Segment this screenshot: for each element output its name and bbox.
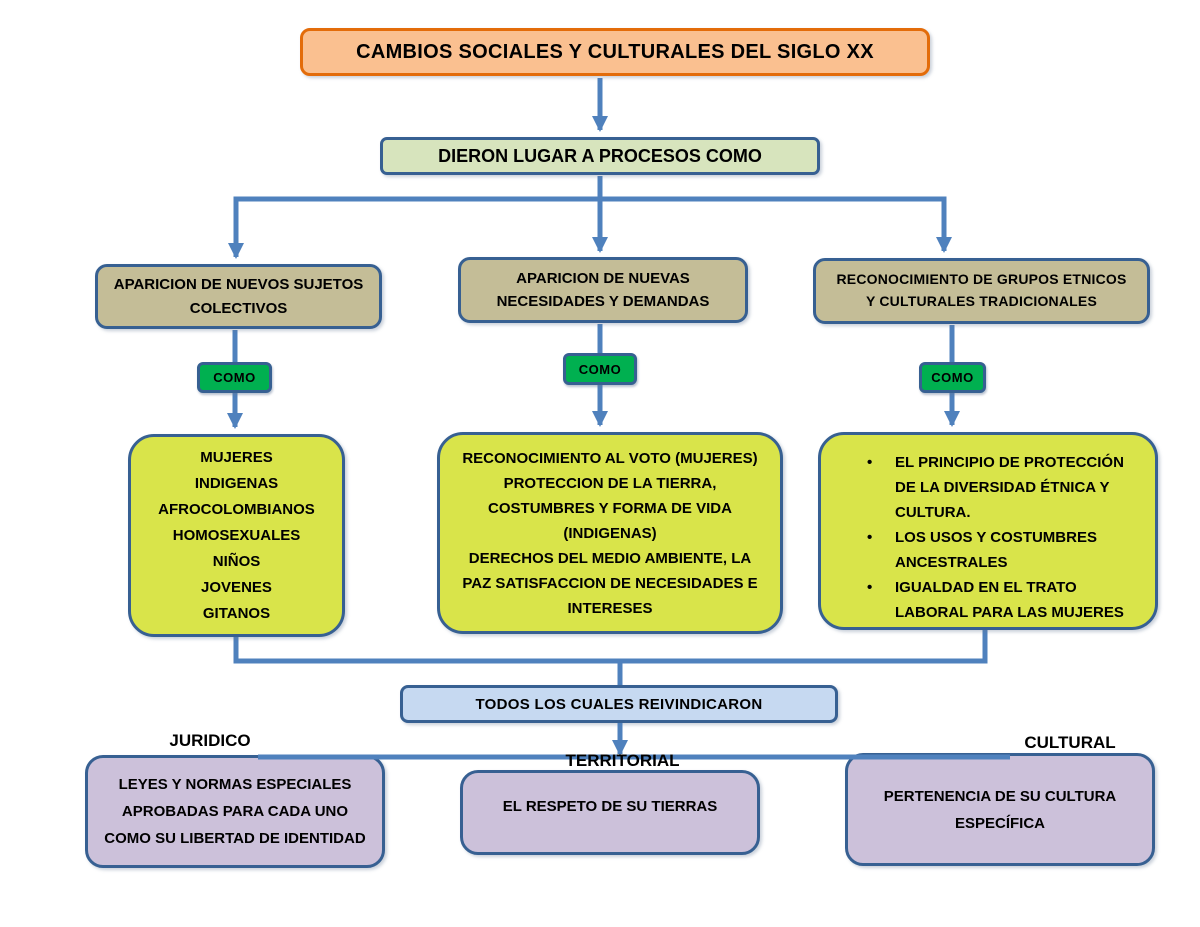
bullet-item: • EL PRINCIPIO DE PROTECCIÓN DE LA DIVER… (867, 450, 1133, 525)
detail-box-necesidades: RECONOCIMIENTO AL VOTO (MUJERES) PROTECC… (437, 432, 783, 634)
outcome-label-territorial: TERRITORIAL (565, 751, 680, 770)
branch-header-grupos-etnicos: RECONOCIMIENTO DE GRUPOS ETNICOS Y CULTU… (813, 258, 1150, 324)
process-box: DIERON LUGAR A PROCESOS COMO (380, 137, 820, 175)
outcome-box-territorial: EL RESPETO DE SU TIERRAS (460, 770, 760, 855)
convergence-box: TODOS LOS CUALES REIVINDICARON (400, 685, 838, 723)
outcome-box-cultural: PERTENENCIA DE SU CULTURA ESPECÍFICA (845, 753, 1155, 866)
bullet-text: LOS USOS Y COSTUMBRES ANCESTRALES (895, 529, 1097, 571)
diagram-title-box: CAMBIOS SOCIALES Y CULTURALES DEL SIGLO … (300, 28, 930, 76)
como-link-label-right: COMO (919, 362, 986, 393)
branch-header-nuevos-sujetos: APARICION DE NUEVOS SUJETOS COLECTIVOS (95, 264, 382, 329)
bullet-dot-icon: • (867, 529, 873, 546)
outcome-label-juridico: JURIDICO (169, 731, 251, 750)
bullet-text: EL PRINCIPIO DE PROTECCIÓN DE LA DIVERSI… (895, 454, 1124, 521)
bullet-dot-icon: • (867, 579, 873, 596)
detail-box-sujetos: MUJERES INDIGENAS AFROCOLOMBIANOS HOMOSE… (128, 434, 345, 637)
bullet-text: IGUALDAD EN EL TRATO LABORAL PARA LAS MU… (895, 579, 1124, 621)
bullet-item: • IGUALDAD EN EL TRATO LABORAL PARA LAS … (867, 575, 1133, 625)
bullet-dot-icon: • (867, 454, 873, 471)
detail-box-reconocimiento: • EL PRINCIPIO DE PROTECCIÓN DE LA DIVER… (818, 432, 1158, 630)
outcome-label-cultural: CULTURAL (1024, 733, 1116, 752)
branch-header-nuevas-necesidades: APARICION DE NUEVAS NECESIDADES Y DEMAND… (458, 257, 748, 323)
como-link-label-left: COMO (197, 362, 272, 393)
como-link-label-middle: COMO (563, 353, 637, 385)
bullet-item: • LOS USOS Y COSTUMBRES ANCESTRALES (867, 525, 1133, 575)
outcome-box-juridico: LEYES Y NORMAS ESPECIALES APROBADAS PARA… (85, 755, 385, 868)
